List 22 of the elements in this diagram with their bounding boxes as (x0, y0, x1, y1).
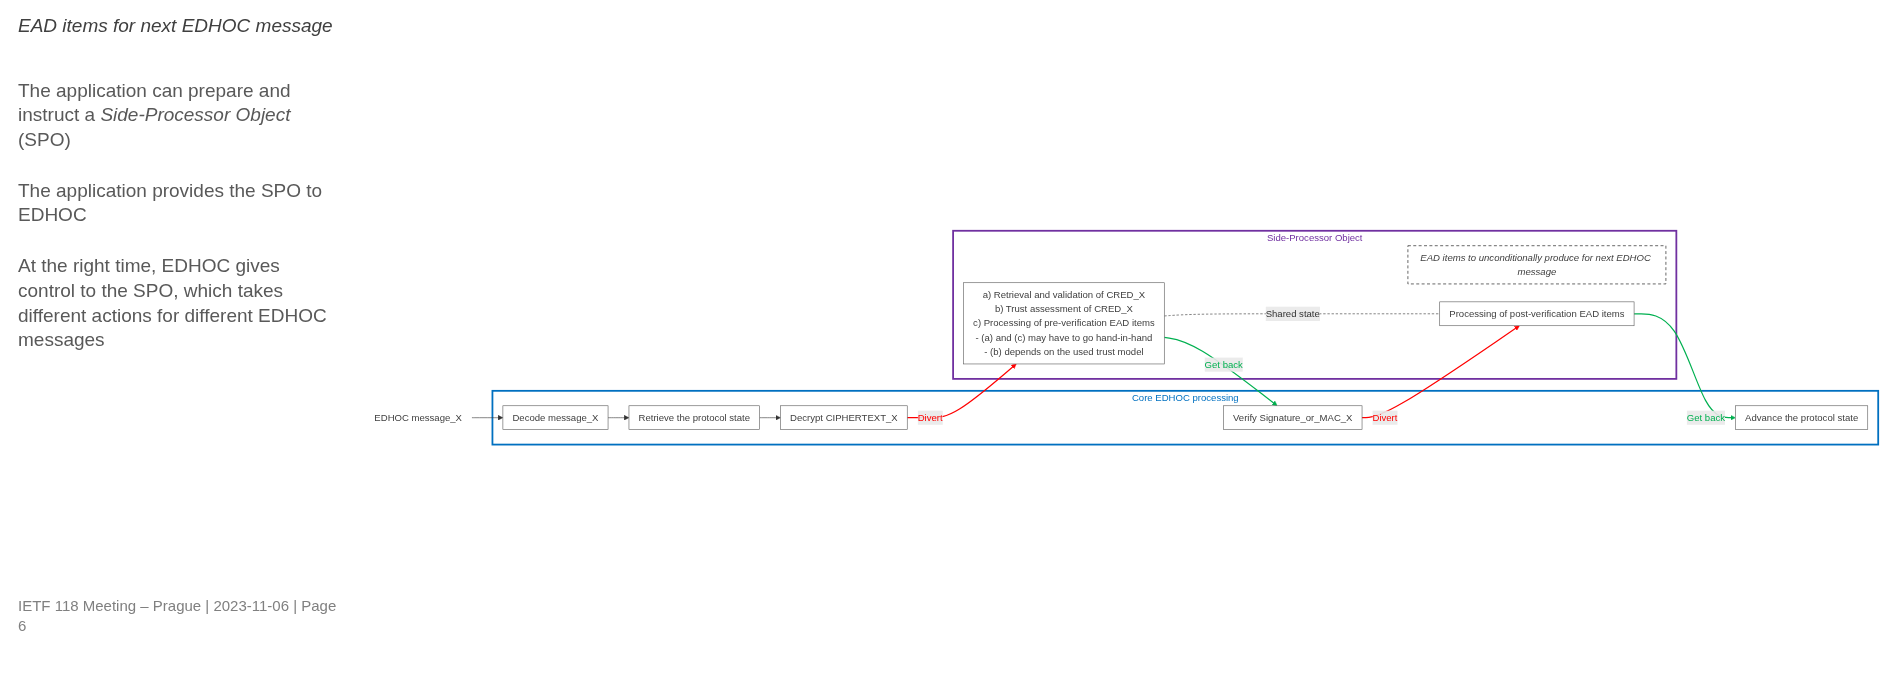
bullet-text: The application can prepare and instruct a Side-Processor Object (SPO) (18, 78, 292, 153)
footer-text: IETF 118 Meeting – Prague | 2023-11-06 | Page 6 (18, 596, 338, 635)
node-box: Decrypt CIPHERTEXT_X (780, 405, 908, 430)
edge-label: Divert (917, 412, 943, 423)
node-box: Retrieve the protocol state (628, 405, 760, 430)
edge-label: Get back (1204, 358, 1243, 370)
bullet-text: The application provides the SPO to EDHOC (18, 178, 324, 228)
node-box: Verify Signature_or_MAC_X (1223, 405, 1363, 430)
node-text: EDHOC message_X (374, 412, 462, 423)
edge-label: Shared state (1265, 308, 1320, 319)
note-text: EAD items for next EDHOC message (18, 14, 334, 38)
edge-label: Divert (1372, 412, 1398, 423)
arrow (1163, 336, 1278, 406)
bullet-text: At the right time, EDHOC gives control to the SPO, which takes different actions for different EDHOC messages (18, 254, 328, 353)
node-box: Processing of post-verification EAD items (1439, 301, 1635, 326)
edge-label: Get back (1686, 412, 1726, 423)
arrow (1633, 313, 1736, 421)
node-box: Decode message_X (502, 405, 609, 430)
arrow (1361, 325, 1520, 419)
node-box: Advance the protocol state (1735, 405, 1869, 430)
node-box: a) Retrieval and validation of CRED_X b) Trust assessment of CRED_X c) Processing of pre-verification EAD items - (a) and (c) may have to go hand-in-hand - (b) depends on the used trust model (963, 282, 1165, 365)
node-box: EAD items to unconditionally produce for next EDHOC message (1407, 245, 1667, 285)
